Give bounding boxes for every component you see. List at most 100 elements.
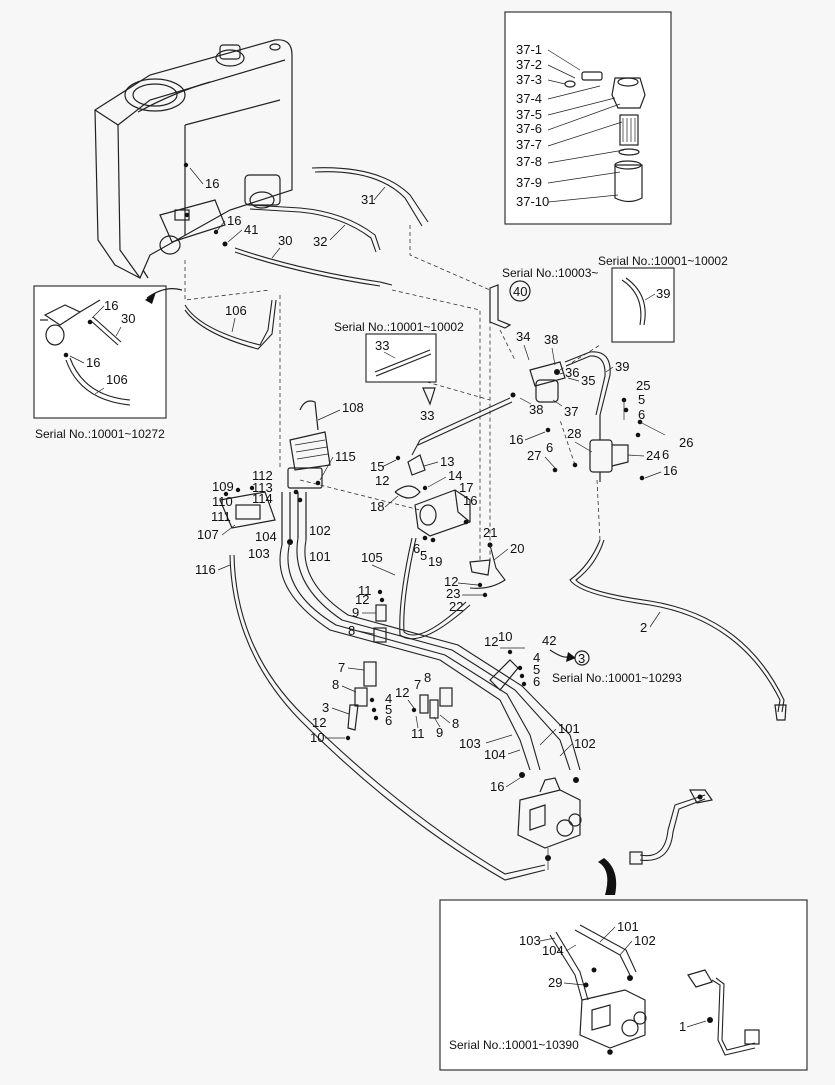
- callout-12: 12: [395, 685, 409, 700]
- callout-32: 32: [313, 234, 327, 249]
- inset-callout-104: 104: [542, 943, 564, 958]
- line-clamps: [345, 589, 453, 741]
- callout-6: 6: [413, 541, 420, 556]
- callout-107: 107: [197, 527, 219, 542]
- callout-33: 33: [375, 338, 389, 353]
- callout-103: 103: [459, 736, 481, 751]
- serial-label: Serial No.:10001~10390: [449, 1038, 579, 1052]
- callout-108: 108: [342, 400, 364, 415]
- callout-6: 6: [385, 713, 392, 728]
- left-inset-callout-30: 30: [121, 311, 135, 326]
- filter-inset-box: [504, 11, 672, 225]
- hydraulic-tank: [94, 39, 293, 279]
- label-37-10: 37-10: [516, 194, 549, 209]
- callout-34: 34: [516, 329, 530, 344]
- callout-12: 12: [444, 574, 458, 589]
- callout-12: 12: [312, 715, 326, 730]
- callout-11: 11: [411, 726, 425, 741]
- callout-13: 13: [440, 454, 454, 469]
- callout-15: 15: [370, 459, 384, 474]
- callout-21: 21: [483, 525, 497, 540]
- travel-pedal-line: [629, 789, 714, 865]
- label-37-1: 37-1: [516, 42, 542, 57]
- valve-inset-parts: [549, 924, 760, 1056]
- callout-8: 8: [348, 623, 355, 638]
- callout-10: 10: [498, 629, 512, 644]
- label-37-9: 37-9: [516, 175, 542, 190]
- callout-6: 6: [662, 447, 669, 462]
- inset-callout-101: 101: [617, 919, 639, 934]
- callout-16: 16: [663, 463, 677, 478]
- label-37-2: 37-2: [516, 57, 542, 72]
- left-inset-parts: [40, 299, 131, 406]
- serial-label: Serial No.:10001~10002: [334, 320, 464, 334]
- callout-17: 17: [459, 480, 473, 495]
- inset-callout-29: 29: [548, 975, 562, 990]
- callout-104: 104: [484, 747, 506, 762]
- label-37-5: 37-5: [516, 107, 542, 122]
- callout-42: 42: [542, 633, 556, 648]
- callout-6: 6: [638, 407, 645, 422]
- inset-callout-102: 102: [634, 933, 656, 948]
- callout-5: 5: [638, 392, 645, 407]
- callout-35: 35: [581, 373, 595, 388]
- callout-12: 12: [355, 592, 369, 607]
- callout-24: 24: [646, 448, 660, 463]
- callout-101: 101: [558, 721, 580, 736]
- callout-115: 115: [335, 449, 356, 464]
- check-valve-block: [545, 397, 666, 482]
- label-37-4: 37-4: [516, 91, 542, 106]
- callout-16: 16: [490, 779, 504, 794]
- callout-37: 37: [564, 404, 578, 419]
- callout-19: 19: [428, 554, 442, 569]
- callout-113: 113: [252, 480, 273, 495]
- callout-2: 2: [640, 620, 647, 635]
- callout-6: 6: [546, 440, 553, 455]
- label-37-6: 37-6: [516, 121, 542, 136]
- serial-label: Serial No.:10003~: [502, 266, 598, 280]
- callout-8: 8: [452, 716, 459, 731]
- hose-bracket: [489, 647, 527, 691]
- inset-callout-1: 1: [679, 1019, 686, 1034]
- callout-33: 33: [420, 408, 434, 423]
- inset-callout-103: 103: [519, 933, 541, 948]
- callout-16: 16: [509, 432, 523, 447]
- hose-39-inset: [611, 267, 675, 343]
- label-37-8: 37-8: [516, 154, 542, 169]
- callout-20: 20: [510, 541, 524, 556]
- callout-16: 16: [205, 176, 219, 191]
- left-inset-callout-16: 16: [86, 355, 100, 370]
- callout-7: 7: [338, 660, 345, 675]
- callout-112: 112: [252, 468, 273, 483]
- callout-4: 4: [533, 650, 540, 665]
- callout-109: 109: [212, 479, 234, 494]
- callout-9: 9: [352, 605, 359, 620]
- valve-inset-box: [439, 899, 808, 1071]
- callout-41: 41: [244, 222, 258, 237]
- left-inset-box: [33, 285, 167, 419]
- callout-23: 23: [446, 586, 460, 601]
- callout-11: 11: [358, 583, 372, 598]
- callout-22: 22: [449, 599, 463, 614]
- callout-105: 105: [361, 550, 383, 565]
- callout-39: 39: [615, 359, 629, 374]
- callout-39: 39: [656, 286, 670, 301]
- callout-16: 16: [227, 213, 241, 228]
- callout-27: 27: [527, 448, 541, 463]
- callout-110: 110: [212, 494, 233, 509]
- callout-16: 16: [463, 493, 477, 508]
- callout-14: 14: [448, 468, 462, 483]
- serial-label: Serial No.:10001~10293: [552, 671, 682, 685]
- callout-3: 3: [322, 700, 329, 715]
- callout-12: 12: [375, 473, 389, 488]
- serial-label: Serial No.:10001~10272: [35, 427, 165, 441]
- callout-4: 4: [385, 691, 392, 706]
- callout-26: 26: [679, 435, 693, 450]
- callout-28: 28: [567, 426, 581, 441]
- callout-6: 6: [533, 674, 540, 689]
- callout-5: 5: [420, 548, 427, 563]
- callout-5: 5: [385, 702, 392, 717]
- filter-inset-labels: 37-1 37-2 37-3 37-4 37-5 37-6 37-7 37-8 …: [516, 42, 549, 209]
